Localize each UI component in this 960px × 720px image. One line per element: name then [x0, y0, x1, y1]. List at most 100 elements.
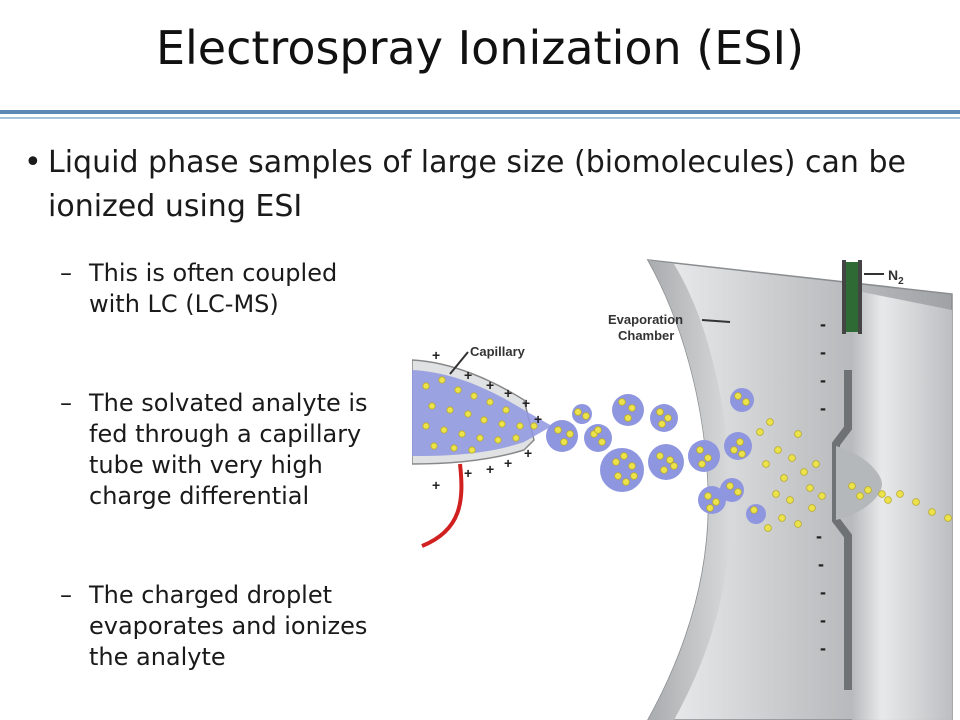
analyte-ion — [656, 408, 664, 416]
analyte-particle — [430, 442, 438, 450]
analyte-ion — [856, 492, 864, 500]
charged-droplet — [648, 444, 684, 480]
analyte-particle — [502, 406, 510, 414]
charged-droplet — [730, 388, 754, 412]
analyte-ion — [658, 420, 666, 428]
svg-text:+: + — [486, 377, 494, 393]
charged-droplet — [698, 486, 726, 514]
svg-text:+: + — [432, 477, 440, 493]
dash-marker: – — [60, 259, 72, 287]
slide-title: Electrospray Ionization (ESI) — [155, 21, 805, 75]
analyte-ion — [696, 446, 704, 454]
analyte-ion — [554, 426, 562, 434]
analyte-ion — [726, 482, 734, 490]
analyte-ion — [808, 504, 816, 512]
analyte-particle — [440, 426, 448, 434]
n2-label: N2 — [888, 267, 904, 287]
evaporation-chamber — [646, 259, 953, 720]
analyte-ion — [624, 414, 632, 422]
analyte-ion — [750, 506, 758, 514]
analyte-ion — [734, 488, 742, 496]
analyte-ion — [704, 454, 712, 462]
svg-text:+: + — [486, 461, 494, 477]
analyte-ion — [628, 462, 636, 470]
analyte-ion — [762, 460, 770, 468]
analyte-ion — [628, 404, 636, 412]
analyte-ion — [896, 490, 904, 498]
analyte-particle — [486, 398, 494, 406]
analyte-ion — [666, 456, 674, 464]
svg-text:-: - — [820, 398, 826, 418]
svg-text:+: + — [534, 411, 542, 427]
minus-charges: ---- ----- — [816, 314, 826, 658]
analyte-ion — [656, 452, 664, 460]
analyte-ion — [698, 460, 706, 468]
charged-droplet — [600, 448, 644, 492]
analyte-particle — [422, 422, 430, 430]
svg-text:-: - — [820, 610, 826, 630]
droplet-spray — [422, 376, 952, 532]
charged-droplet — [546, 420, 578, 452]
main-bullet-text: Liquid phase samples of large size (biom… — [48, 145, 906, 224]
analyte-ion — [786, 496, 794, 504]
analyte-ion — [660, 466, 668, 474]
analyte-ion — [780, 474, 788, 482]
svg-text:+: + — [464, 367, 472, 383]
charged-droplet — [584, 424, 612, 452]
analyte-particle — [498, 420, 506, 428]
analyte-particle — [458, 430, 466, 438]
analyte-ion — [772, 490, 780, 498]
analyte-ion — [712, 498, 720, 506]
svg-text:+: + — [464, 465, 472, 481]
analyte-ion — [742, 398, 750, 406]
analyte-ion — [560, 438, 568, 446]
dash-marker: – — [60, 389, 72, 417]
analyte-ion — [764, 524, 772, 532]
charged-droplet — [724, 432, 752, 460]
sub-bullet-text: The charged droplet evaporates and ioniz… — [89, 581, 368, 671]
analyte-ion — [756, 428, 764, 436]
analyte-particle — [476, 434, 484, 442]
svg-text:Capillary: Capillary — [470, 344, 526, 359]
sub-bullet-text: The solvated analyte is fed through a ca… — [89, 389, 368, 510]
capillary-tube — [412, 359, 552, 465]
capillary-label: Capillary — [449, 344, 526, 375]
analyte-ion — [884, 496, 892, 504]
analyte-ion — [766, 418, 774, 426]
analyte-particle — [494, 436, 502, 444]
analyte-ion — [944, 514, 952, 522]
analyte-particle — [428, 402, 436, 410]
analyte-ion — [818, 492, 826, 500]
analyte-ion — [622, 478, 630, 486]
analyte-ion — [912, 498, 920, 506]
skimmer-cone — [832, 370, 882, 690]
analyte-ion — [574, 408, 582, 416]
analyte-ion — [848, 482, 856, 490]
analyte-ion — [566, 430, 574, 438]
analyte-particle — [446, 406, 454, 414]
dash-marker: – — [60, 581, 72, 609]
svg-text:-: - — [820, 314, 826, 334]
analyte-ion — [614, 472, 622, 480]
analyte-ion — [582, 412, 590, 420]
analyte-ion — [704, 492, 712, 500]
svg-text:-: - — [820, 342, 826, 362]
analyte-ion — [788, 454, 796, 462]
analyte-ion — [774, 446, 782, 454]
title-divider — [0, 110, 960, 114]
analyte-ion — [812, 460, 820, 468]
analyte-ion — [738, 450, 746, 458]
svg-text:-: - — [818, 554, 824, 574]
analyte-ion — [594, 426, 602, 434]
analyte-particle — [480, 416, 488, 424]
analyte-ion — [612, 458, 620, 466]
esi-diagram: N2 ---- ----- Evaporation Chamber Capill… — [412, 259, 953, 720]
svg-text:+: + — [522, 395, 530, 411]
analyte-ion — [670, 462, 678, 470]
sub-bullet-text: This is often coupled with LC (LC-MS) — [89, 259, 338, 318]
charged-droplet — [720, 478, 744, 502]
analyte-ion — [794, 520, 802, 528]
svg-text:-: - — [820, 638, 826, 658]
svg-text:-: - — [820, 370, 826, 390]
analyte-ion — [794, 430, 802, 438]
